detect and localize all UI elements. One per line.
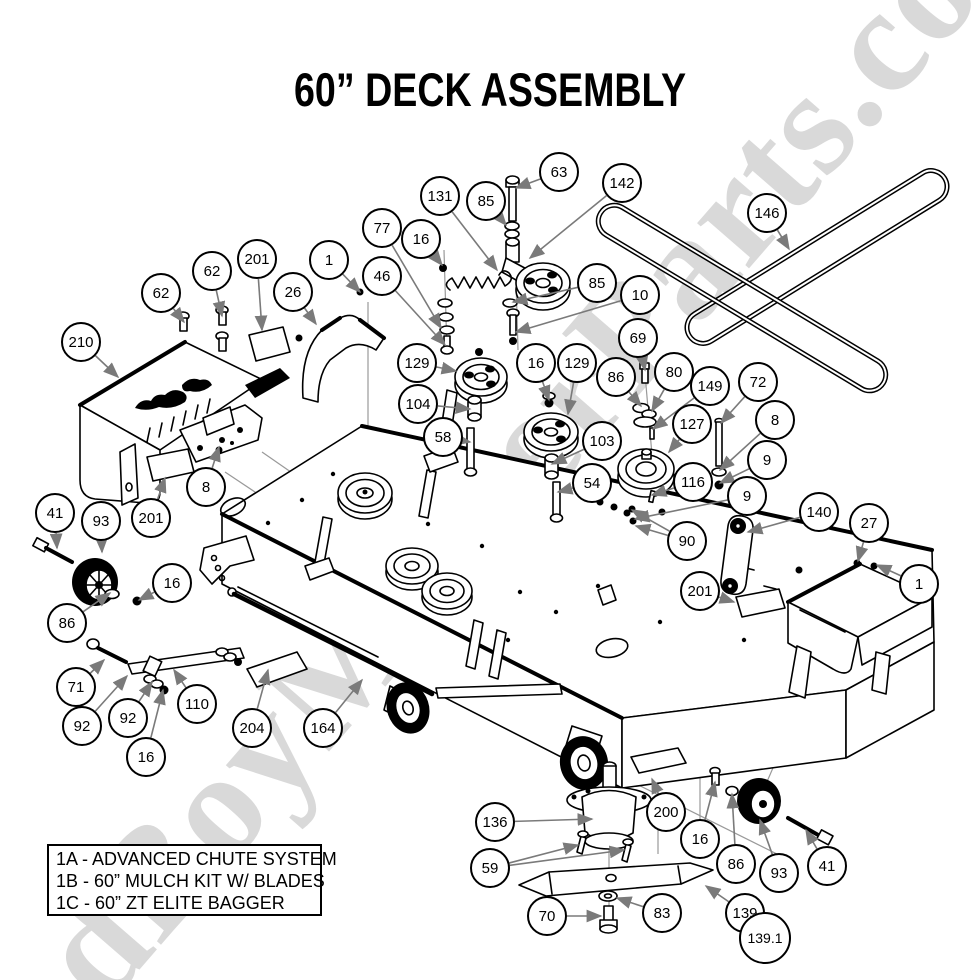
callout-93: 93 [81,501,121,541]
callout-200: 200 [646,792,686,832]
callout-70: 70 [527,896,567,936]
callout-41: 41 [35,493,75,533]
callout-129: 129 [397,343,437,383]
legend-box: 1A - ADVANCED CHUTE SYSTEM 1B - 60” MULC… [47,844,337,916]
callout-58: 58 [423,417,463,457]
legend-item-1c: 1C - 60” ZT ELITE BAGGER [56,893,285,913]
callout-204: 204 [232,708,272,748]
callout-16: 16 [516,343,556,383]
spring-131 [445,270,513,291]
hardware-stack-top-left [437,264,455,355]
callout-83: 83 [642,893,682,933]
callout-26: 26 [273,272,313,312]
callout-127: 127 [672,404,712,444]
callout-85: 85 [577,263,617,303]
callout-27: 27 [849,503,889,543]
callout-92: 92 [62,706,102,746]
callout-63: 63 [539,152,579,192]
belt-cover-right [786,559,933,699]
callout-41: 41 [807,846,847,886]
callout-8: 8 [186,467,226,507]
callout-1: 1 [309,240,349,280]
callout-116: 116 [673,462,713,502]
callout-10: 10 [620,275,660,315]
page-title: 60” DECK ASSEMBLY [293,63,687,116]
idler-pulley-129a [423,348,508,477]
callout-80: 80 [654,352,694,392]
spindle-assembly-136 [566,761,652,863]
callout-72: 72 [738,362,778,402]
callout-92: 92 [108,698,148,738]
callout-1: 1 [899,564,939,604]
deck-shell [199,424,935,789]
blade-139 [518,862,714,934]
front-caster-assembly [227,586,609,790]
callout-90: 90 [667,521,707,561]
callout-131: 131 [420,176,460,216]
chute-cover-210 [78,340,290,506]
title-wrap: 60” DECK ASSEMBLY [0,62,980,117]
discharge-chute-26 [295,288,386,403]
callout-103: 103 [582,421,622,461]
callout-59: 59 [470,848,510,888]
callout-149: 149 [690,366,730,406]
callout-136: 136 [475,802,515,842]
callout-129: 129 [557,343,597,383]
pulley-142-assembly [501,175,571,345]
callout-69: 69 [618,318,658,358]
callout-62: 62 [141,273,181,313]
callout-140: 140 [799,492,839,532]
callout-93: 93 [759,853,799,893]
callout-142: 142 [602,163,642,203]
callout-139.1: 139.1 [739,912,791,964]
callout-16: 16 [126,737,166,777]
callout-62: 62 [192,251,232,291]
callout-110: 110 [177,684,217,724]
callout-16: 16 [152,563,192,603]
callout-164: 164 [303,708,343,748]
callout-86: 86 [47,603,87,643]
callout-46: 46 [362,256,402,296]
callout-16: 16 [401,219,441,259]
legend-item-1a: 1A - ADVANCED CHUTE SYSTEM [56,849,337,869]
deck-pulleys [337,472,473,616]
callout-86: 86 [596,357,636,397]
callout-9: 9 [747,440,787,480]
callout-146: 146 [747,193,787,233]
callout-210: 210 [61,322,101,362]
deck-belt-146 [595,168,950,394]
callout-9: 9 [727,476,767,516]
callout-54: 54 [572,463,612,503]
callout-104: 104 [398,384,438,424]
callout-16: 16 [680,819,720,859]
callout-201: 201 [131,498,171,538]
legend-item-1b: 1B - 60” MULCH KIT W/ BLADES [56,871,325,891]
callout-71: 71 [56,667,96,707]
idler-arm-140 [720,514,754,596]
callout-77: 77 [362,208,402,248]
right-roller-assembly [709,766,834,846]
spindle-pulley-127 [617,362,675,504]
callout-85: 85 [466,181,506,221]
callout-86: 86 [716,844,756,884]
callout-201: 201 [680,571,720,611]
callout-201: 201 [237,239,277,279]
callout-8: 8 [755,400,795,440]
